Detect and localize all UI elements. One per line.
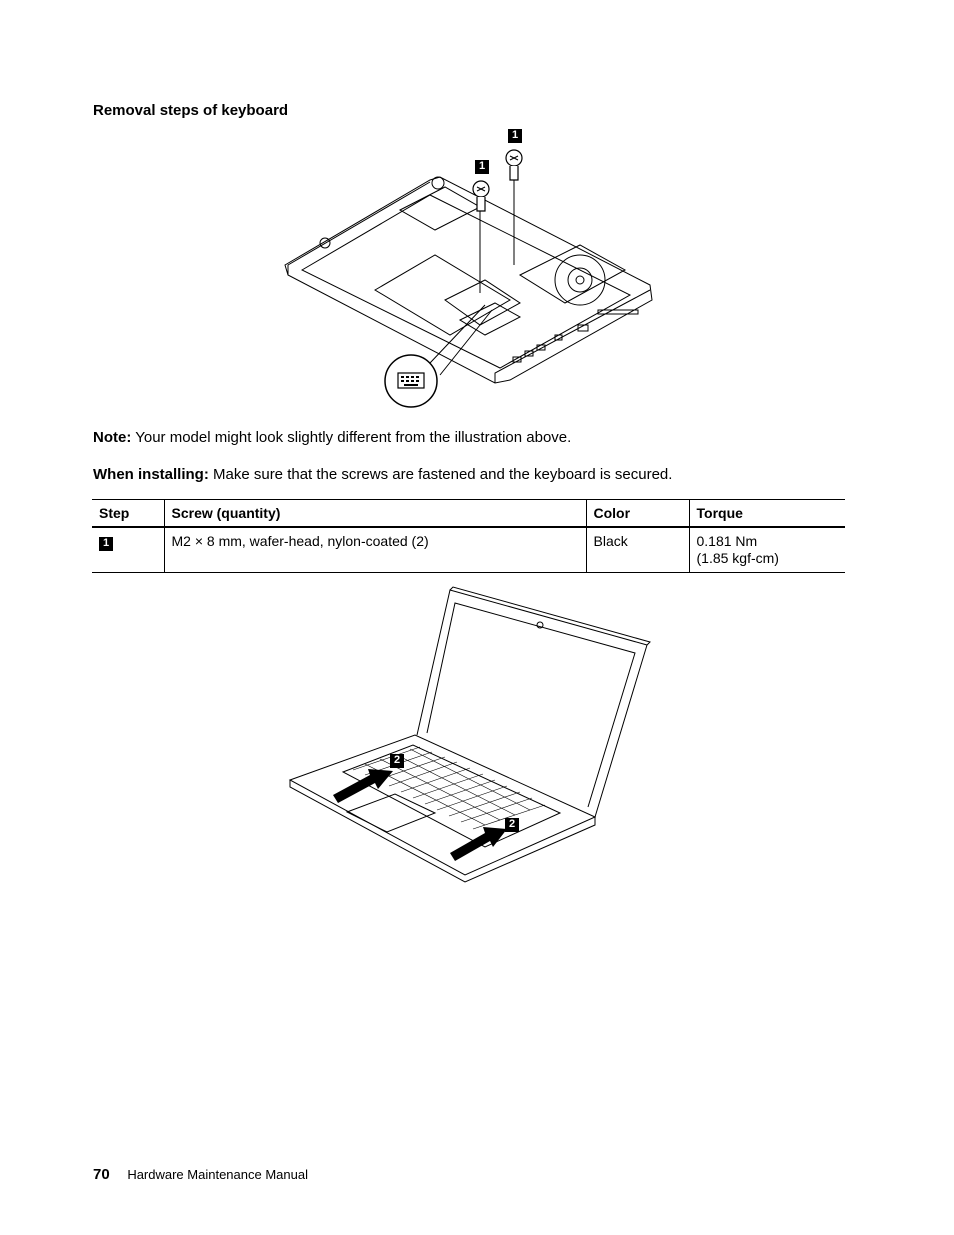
cell-screw: M2 × 8 mm, wafer-head, nylon-coated (2) — [163, 527, 586, 573]
header-step: Step — [99, 505, 130, 521]
note-text: Your model might look slightly different… — [135, 429, 572, 446]
page-number: 70 — [93, 1166, 110, 1183]
torque-kgf: (1.85 kgf-cm) — [696, 550, 779, 566]
installing-paragraph: When installing: Make sure that the scre… — [93, 466, 672, 483]
manual-title: Hardware Maintenance Manual — [127, 1167, 308, 1182]
callout-1-upper: 1 — [508, 129, 522, 143]
torque-nm: 0.181 Nm — [696, 533, 758, 549]
callout-1-lower: 1 — [475, 160, 489, 174]
installing-text: Make sure that the screws are fastened a… — [213, 466, 673, 483]
note-paragraph: Note: Your model might look slightly dif… — [93, 429, 571, 446]
screw-spec-table: Step Screw (quantity) Color Torque 1 M2 … — [92, 499, 845, 573]
header-color: Color — [585, 499, 689, 527]
installing-label: When installing: — [93, 466, 209, 483]
page-footer: 70 Hardware Maintenance Manual — [93, 1166, 308, 1183]
cell-torque: 0.181 Nm (1.85 kgf-cm) — [688, 527, 845, 573]
callout-2-left: 2 — [390, 754, 404, 768]
header-torque: Torque — [688, 499, 845, 527]
cell-step: 1 — [92, 527, 164, 573]
section-heading: Removal steps of keyboard — [93, 102, 289, 119]
figure-bottom-cover — [284, 149, 653, 408]
note-label: Note: — [93, 429, 132, 446]
table-row: 1 M2 × 8 mm, wafer-head, nylon-coated (2… — [92, 527, 845, 573]
figure-keyboard-slide — [288, 586, 651, 883]
table-header-row: Step Screw (quantity) Color Torque — [92, 499, 845, 527]
callout-2-right: 2 — [505, 818, 519, 832]
header-screw: Screw (quantity) — [163, 499, 586, 527]
step-badge: 1 — [99, 537, 113, 551]
cell-color: Black — [585, 527, 689, 573]
